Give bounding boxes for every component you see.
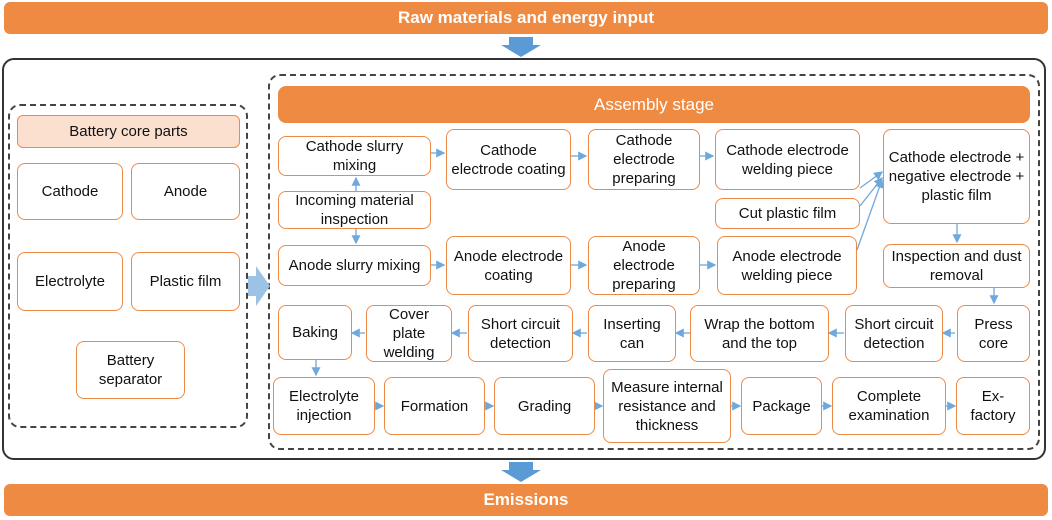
step-cut-plastic-film: Cut plastic film	[715, 198, 860, 229]
battery-core-title: Battery core parts	[17, 115, 240, 148]
step-cathode-electrode-coating: Cathode electrode coating	[446, 129, 571, 190]
step-anode-slurry-mixing: Anode slurry mixing	[278, 245, 431, 286]
battery-core-panel	[8, 104, 248, 428]
step-ex-factory: Ex-factory	[956, 377, 1030, 435]
step-incoming-material-inspection: Incoming material inspection	[278, 191, 431, 229]
arrow-cut-film-to-combine	[859, 176, 883, 207]
part-anode: Anode	[131, 163, 240, 220]
step-press-core: Press core	[957, 305, 1030, 362]
process-frame	[2, 58, 1046, 460]
step-cathode-electrode-welding-piece: Cathode electrode welding piece	[715, 129, 860, 190]
step-short-circuit-detection-1: Short circuit detection	[845, 305, 943, 362]
step-inspection-dust-removal: Inspection and dust removal	[883, 244, 1030, 288]
step-combine-electrodes-film: Cathode electrode + negative electrode +…	[883, 129, 1030, 224]
step-anode-electrode-welding-piece: Anode electrode welding piece	[717, 236, 857, 295]
emissions-banner-label: Emissions	[483, 490, 569, 509]
emissions-down-arrow	[501, 462, 541, 482]
step-baking: Baking	[278, 305, 352, 360]
parts-to-assembly-arrow	[248, 266, 270, 306]
step-package: Package	[741, 377, 822, 435]
step-cathode-slurry-mixing: Cathode slurry mixing	[278, 136, 431, 176]
part-battery-separator: Battery separator	[76, 341, 185, 399]
step-complete-examination: Complete examination	[832, 377, 946, 435]
step-measure-resistance-thickness: Measure internal resistance and thicknes…	[603, 369, 731, 443]
step-cover-plate-welding: Cover plate welding	[366, 305, 452, 362]
step-inserting-can: Inserting can	[588, 305, 676, 362]
assembly-panel	[268, 74, 1040, 450]
part-electrolyte: Electrolyte	[17, 252, 123, 311]
step-short-circuit-detection-2: Short circuit detection	[468, 305, 573, 362]
step-formation: Formation	[384, 377, 485, 435]
step-anode-electrode-preparing: Anode electrode preparing	[588, 236, 700, 295]
part-plastic-film: Plastic film	[131, 252, 240, 311]
arrow-cathode-welding-to-combine	[859, 171, 884, 189]
step-anode-electrode-coating: Anode electrode coating	[446, 236, 571, 295]
input-banner: Raw materials and energy input	[4, 2, 1048, 34]
part-cathode: Cathode	[17, 163, 123, 220]
step-grading: Grading	[494, 377, 595, 435]
step-wrap-bottom-top: Wrap the bottom and the top	[690, 305, 829, 362]
input-down-arrow	[501, 37, 541, 57]
assembly-stage-title: Assembly stage	[278, 86, 1030, 123]
arrow-anode-welding-to-combine	[856, 178, 884, 251]
emissions-banner: Emissions	[4, 484, 1048, 516]
step-electrolyte-injection: Electrolyte injection	[273, 377, 375, 435]
step-cathode-electrode-preparing: Cathode electrode preparing	[588, 129, 700, 190]
input-banner-label: Raw materials and energy input	[397, 8, 654, 27]
